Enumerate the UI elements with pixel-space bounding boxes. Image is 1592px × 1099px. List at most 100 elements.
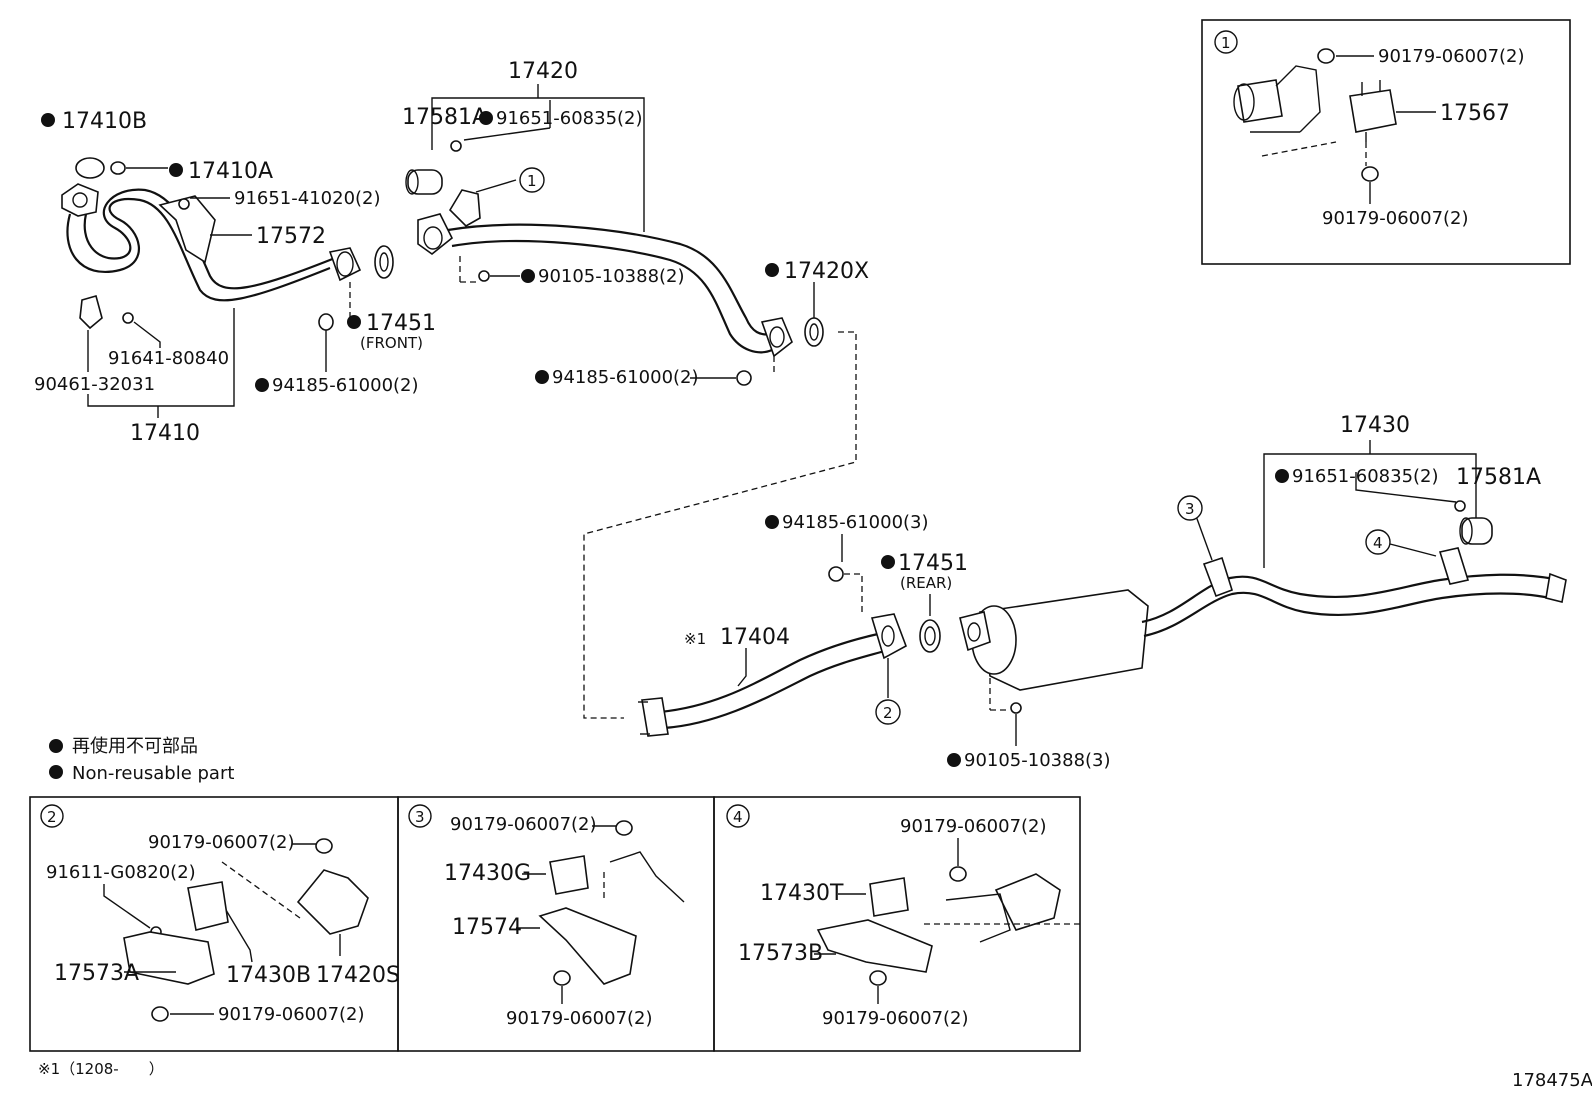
inset-2-number: 2 bbox=[40, 804, 64, 828]
bolt-91651-41020[interactable] bbox=[178, 198, 190, 210]
inset-1-pipe-section bbox=[1237, 79, 1283, 123]
label-17581A-top[interactable]: 17581A bbox=[402, 105, 487, 130]
callout-4-right[interactable]: 4 bbox=[1365, 529, 1391, 555]
nut-94185-61000-top[interactable] bbox=[736, 370, 752, 386]
nut-17410A[interactable] bbox=[110, 161, 126, 175]
pipe-17404-group: 94185-61000(3) 17451 (REAR) ※1 17404 2 bbox=[638, 512, 968, 737]
center-pipe-rear-flange[interactable] bbox=[760, 317, 793, 358]
label-17420X[interactable]: 17420X bbox=[784, 259, 869, 284]
bolt-90105-10388-right[interactable] bbox=[1010, 702, 1022, 714]
label-17567[interactable]: 17567 bbox=[1440, 101, 1510, 126]
label-17451-rear[interactable]: 17451 bbox=[898, 551, 968, 576]
inset-1-frame bbox=[1201, 19, 1571, 265]
label-90105-10388-top[interactable]: 90105-10388(2) bbox=[538, 266, 685, 287]
heat-insulator-17420S[interactable] bbox=[296, 869, 369, 935]
illustration-code: 178475A bbox=[1512, 1070, 1592, 1091]
insulator-17430T[interactable] bbox=[869, 877, 909, 917]
label-91651-60835-top[interactable]: 91651-60835(2) bbox=[496, 108, 643, 129]
label-91611-G0820[interactable]: 91611-G0820(2) bbox=[46, 862, 196, 883]
note-mark-17404: ※1 bbox=[684, 630, 706, 648]
label-17573B[interactable]: 17573B bbox=[738, 941, 823, 966]
nut-90179-06007-inset2-top[interactable] bbox=[315, 838, 333, 854]
nut-90179-06007-inset3-top[interactable] bbox=[615, 820, 633, 836]
callout-2-mid[interactable]: 2 bbox=[875, 699, 901, 725]
callout-3-right[interactable]: 3 bbox=[1177, 495, 1203, 521]
label-91651-41020[interactable]: 91651-41020(2) bbox=[234, 188, 381, 209]
bolt-91641-80840[interactable] bbox=[122, 312, 134, 324]
clamp-90461-32031[interactable] bbox=[79, 295, 103, 330]
gasket-17410B[interactable] bbox=[75, 157, 105, 179]
gasket-17451-rear[interactable] bbox=[919, 619, 941, 653]
front-pipe-rear-flange[interactable] bbox=[328, 247, 362, 282]
label-90461-32031[interactable]: 90461-32031 bbox=[34, 374, 155, 395]
front-pipe-flange[interactable] bbox=[61, 183, 99, 217]
insulator-17430G[interactable] bbox=[549, 855, 589, 895]
bolt-91651-60835-top[interactable] bbox=[450, 140, 462, 152]
label-90105-10388-right[interactable]: 90105-10388(3) bbox=[964, 750, 1111, 771]
label-17451-front-note: (FRONT) bbox=[360, 334, 423, 352]
bracket-17574[interactable] bbox=[538, 907, 637, 985]
nut-90179-06007-inset4-bottom[interactable] bbox=[869, 970, 887, 986]
damper-17581A-right[interactable] bbox=[1461, 517, 1493, 545]
label-17420S[interactable]: 17420S bbox=[316, 963, 400, 988]
nut-90179-06007-inset3-bottom[interactable] bbox=[553, 970, 571, 986]
label-17404[interactable]: 17404 bbox=[720, 625, 790, 650]
label-94185-61000-top[interactable]: 94185-61000(2) bbox=[552, 367, 699, 388]
front-pipe-group: 17410B 17410A 91651-41020(2) 17572 91641… bbox=[34, 109, 436, 446]
nut-90179-06007-inset1-top[interactable] bbox=[1317, 48, 1335, 64]
label-90179-06007-inset3-bottom[interactable]: 90179-06007(2) bbox=[506, 1008, 653, 1029]
bracket-17573B[interactable] bbox=[816, 919, 933, 973]
label-17410A[interactable]: 17410A bbox=[188, 159, 273, 184]
nut-94185-61000-front[interactable] bbox=[318, 313, 334, 331]
label-90179-06007-inset2-top[interactable]: 90179-06007(2) bbox=[148, 832, 295, 853]
pipe-17404-front-flange[interactable] bbox=[641, 697, 669, 737]
inset-1: 1 90179-06007(2) 17567 90179-06007(2) bbox=[1201, 19, 1571, 265]
label-90179-06007-inset4-top[interactable]: 90179-06007(2) bbox=[900, 816, 1047, 837]
label-17410[interactable]: 17410 bbox=[130, 421, 200, 446]
label-17430B[interactable]: 17430B bbox=[226, 963, 311, 988]
tail-pipe-end[interactable] bbox=[1545, 572, 1567, 603]
label-91651-60835-right[interactable]: 91651-60835(2) bbox=[1292, 466, 1439, 487]
center-pipe-hanger[interactable] bbox=[448, 189, 481, 227]
insulator-17430B[interactable] bbox=[187, 881, 229, 931]
insulator-17567[interactable] bbox=[1349, 89, 1397, 133]
label-90179-06007-inset3-top[interactable]: 90179-06007(2) bbox=[450, 814, 597, 835]
nut-90179-06007-inset4-top[interactable] bbox=[949, 866, 967, 882]
muffler-inlet-flange[interactable] bbox=[959, 611, 991, 652]
label-17430G[interactable]: 17430G bbox=[444, 861, 531, 886]
gasket-17420X[interactable] bbox=[804, 317, 824, 347]
label-90179-06007-inset1-bottom[interactable]: 90179-06007(2) bbox=[1322, 208, 1469, 229]
label-17430[interactable]: 17430 bbox=[1340, 413, 1410, 438]
label-17451-front[interactable]: 17451 bbox=[366, 311, 436, 336]
label-94185-61000-left[interactable]: 94185-61000(2) bbox=[272, 375, 419, 396]
svg-text:1: 1 bbox=[1221, 34, 1231, 52]
label-17420[interactable]: 17420 bbox=[508, 59, 578, 84]
hanger-4[interactable] bbox=[1438, 547, 1470, 585]
svg-text:2: 2 bbox=[883, 704, 893, 722]
callout-1-top[interactable]: 1 bbox=[519, 167, 545, 193]
label-17572[interactable]: 17572 bbox=[256, 224, 326, 249]
bracket-17572[interactable] bbox=[158, 195, 216, 264]
label-90179-06007-inset2-bottom[interactable]: 90179-06007(2) bbox=[218, 1004, 365, 1025]
bolt-90105-10388-top[interactable] bbox=[478, 270, 490, 282]
label-90179-06007-inset1-top[interactable]: 90179-06007(2) bbox=[1378, 46, 1525, 67]
pipe-17404-rear-flange[interactable] bbox=[870, 613, 907, 660]
label-17573A[interactable]: 17573A bbox=[54, 961, 139, 986]
nut-90179-06007-inset2-bottom[interactable] bbox=[151, 1006, 169, 1022]
tail-pipe-group: 17430 91651-60835(2) 17581A 3 4 bbox=[947, 413, 1567, 771]
hanger-3[interactable] bbox=[1202, 556, 1233, 598]
muffler[interactable] bbox=[979, 589, 1149, 691]
label-91641-80840[interactable]: 91641-80840 bbox=[108, 348, 229, 369]
label-17581A-right[interactable]: 17581A bbox=[1456, 465, 1541, 490]
center-pipe-front-flange[interactable] bbox=[417, 213, 454, 256]
label-17410B[interactable]: 17410B bbox=[62, 109, 147, 134]
nut-90179-06007-inset1-bottom[interactable] bbox=[1361, 166, 1379, 182]
label-90179-06007-inset4-bottom[interactable]: 90179-06007(2) bbox=[822, 1008, 969, 1029]
label-94185-61000-mid[interactable]: 94185-61000(3) bbox=[782, 512, 929, 533]
damper-17581A-top[interactable] bbox=[407, 169, 443, 195]
nut-94185-61000-mid[interactable] bbox=[828, 566, 844, 582]
bolt-91651-60835-right[interactable] bbox=[1454, 500, 1466, 512]
label-17430T[interactable]: 17430T bbox=[760, 881, 844, 906]
gasket-17451-front[interactable] bbox=[374, 245, 394, 279]
label-17574[interactable]: 17574 bbox=[452, 915, 522, 940]
